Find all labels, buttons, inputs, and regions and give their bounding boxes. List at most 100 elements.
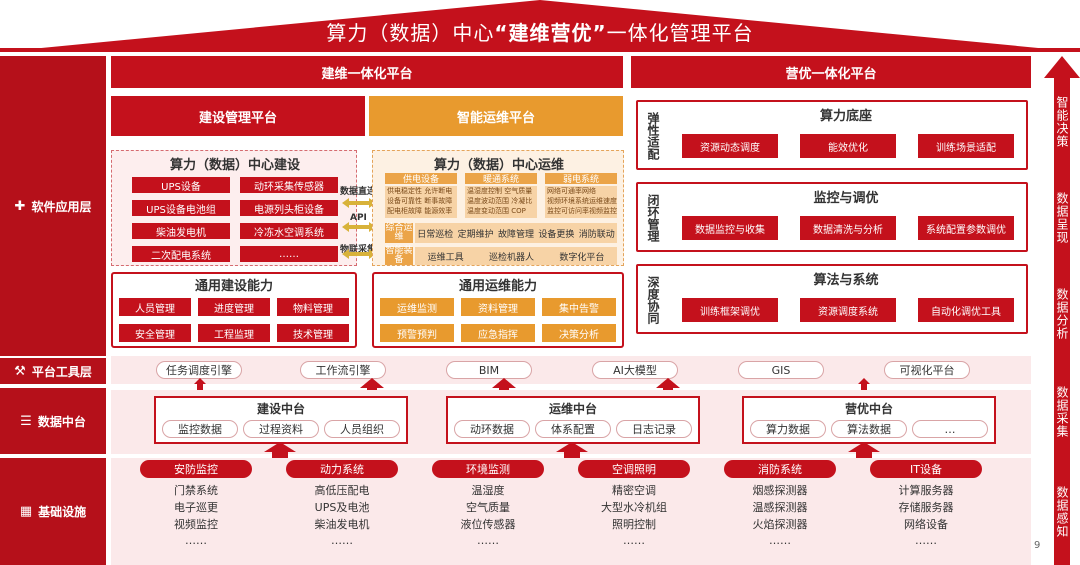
infra-item: 烟感探测器: [752, 484, 808, 497]
tool-pill: 任务调度引擎: [156, 361, 242, 379]
section-title: 算力底座: [819, 108, 872, 124]
middle-item: 人员组织: [324, 420, 400, 438]
ops-row-label: 综合运维: [385, 223, 413, 243]
infra-item: 门禁系统: [174, 484, 218, 497]
ops-column-header: 弱电系统: [545, 173, 617, 185]
section-item: 数据监控与收集: [682, 216, 778, 240]
yingyou-section: 闭环管理 监控与调优 数据监控与收集 数据清洗与分析 系统配置参数调优: [636, 182, 1028, 252]
ops-row-label: 智能装备: [385, 246, 413, 265]
right-label-decision: 智能决策: [1055, 96, 1069, 148]
layer-platform-tools: ⚒平台工具层: [0, 358, 106, 384]
ops-column-header: 暖通系统: [465, 173, 537, 185]
section-item: 资源动态调度: [682, 134, 778, 158]
infra-item: 存储服务器: [898, 501, 954, 514]
section-item: 能效优化: [800, 134, 896, 158]
page-number: 9: [1034, 540, 1041, 551]
section-side-label: 闭环管理: [646, 194, 660, 242]
jianwei-header: 建维一体化平台: [111, 56, 623, 88]
infra-item: 计算服务器: [898, 484, 954, 497]
build-item: ……: [240, 246, 338, 262]
infra-arrows: [264, 442, 880, 462]
general-build-item: 进度管理: [198, 298, 270, 316]
ops-column-body: 温湿度控制 空气质量 温度波动范围 冷凝比 温度变动范围 COP: [465, 186, 537, 218]
infra-column: 安防监控 门禁系统 电子巡更 视频监控 ……: [140, 460, 252, 560]
general-build-item: 技术管理: [277, 324, 349, 342]
general-ops-item: 集中告警: [542, 298, 616, 316]
infra-item: 温湿度: [471, 484, 505, 497]
infra-header: IT设备: [870, 460, 982, 478]
up-arrow-icon: [1044, 56, 1080, 565]
middle-item: 日志记录: [616, 420, 692, 438]
infra-item: ……: [185, 533, 207, 547]
middle-title: 营优中台: [844, 401, 893, 416]
infra-column: 环境监测 温湿度 空气质量 液位传感器 ……: [432, 460, 544, 560]
infra-item: 大型水冷机组: [601, 501, 667, 514]
yingyou-section: 深度协同 算法与系统 训练框架调优 资源调度系统 自动化调优工具: [636, 264, 1028, 334]
middle-item: …: [912, 420, 988, 438]
general-build-box: 通用建设能力 人员管理 进度管理 物料管理 安全管理 工程监理 技术管理: [111, 272, 357, 348]
build-platform-header: 建设管理平台: [111, 96, 365, 136]
infra-item: 视频监控: [174, 518, 218, 531]
double-arrow-icon: [342, 198, 376, 259]
ops-row: 运维工具 巡检机器人 数字化平台: [415, 247, 617, 265]
ops-row-item: 数字化平台: [559, 252, 605, 263]
section-title: 监控与调优: [813, 190, 879, 206]
tool-pill: 可视化平台: [884, 361, 970, 379]
ops-box: 算力（数据）中心运维 供电设备 暖通系统 弱电系统 供电稳定性 允许断电 设备可…: [372, 150, 624, 266]
right-label-collection: 数据采集: [1055, 386, 1069, 438]
general-build-item: 物料管理: [277, 298, 349, 316]
general-ops-item: 运维监测: [380, 298, 454, 316]
ops-detail: 温湿度控制 空气质量: [467, 187, 533, 195]
general-ops-title: 通用运维能力: [458, 278, 537, 294]
general-ops-box: 通用运维能力 运维监测 资料管理 集中告警 预警预判 应急指挥 决策分析: [372, 272, 624, 348]
infra-item: 照明控制: [612, 518, 656, 531]
section-side-label: 弹性适配: [646, 112, 660, 160]
ops-column-header: 供电设备: [385, 173, 457, 185]
build-item: UPS设备: [132, 177, 230, 193]
build-item: 二次配电系统: [132, 246, 230, 262]
ops-detail: 供电稳定性 允许断电: [387, 187, 453, 195]
right-label-analysis: 数据分析: [1055, 288, 1069, 340]
ops-platform-header: 智能运维平台: [369, 96, 623, 136]
general-ops-item: 应急指挥: [461, 324, 535, 342]
infra-item: ……: [769, 533, 791, 547]
build-box: 算力（数据）中心建设 UPS设备 动环采集传感器 UPS设备电池组 电源列头柜设…: [111, 150, 357, 266]
infra-item: 火焰探测器: [752, 518, 808, 531]
infra-item: 精密空调: [612, 484, 656, 497]
build-item: 动环采集传感器: [240, 177, 338, 193]
ops-column-body: 网络可通率网络 视频环境系统运维速度 监控可访问率视频监控: [545, 186, 617, 218]
build-item: 冷冻水空调系统: [240, 223, 338, 239]
middle-box: 营优中台 算力数据 算法数据 …: [742, 396, 996, 444]
infra-header: 环境监测: [432, 460, 544, 478]
yingyou-header: 营优一体化平台: [631, 56, 1031, 88]
middle-title: 运维中台: [548, 401, 597, 416]
connector-label: 物联采集: [340, 245, 377, 255]
infra-item: 温感探测器: [752, 501, 808, 514]
layer-data-center: ☰数据中台: [0, 388, 106, 454]
ops-row-item: 设备更换: [538, 229, 575, 240]
connector-label: API: [350, 213, 367, 223]
general-ops-item: 资料管理: [461, 298, 535, 316]
middle-title: 建设中台: [256, 401, 305, 416]
section-item: 资源调度系统: [800, 298, 896, 322]
middle-item: 监控数据: [162, 420, 238, 438]
infra-header: 消防系统: [724, 460, 836, 478]
ops-row: 日常巡检 定期维护 故障管理 设备更换 消防联动: [415, 223, 617, 243]
tools-band: [111, 356, 1031, 384]
ops-column-body: 供电稳定性 允许断电 设备可靠性 断事故障 配电柜故障 能源效率: [385, 186, 457, 218]
server-icon: ☰: [20, 413, 32, 429]
general-build-item: 安全管理: [119, 324, 191, 342]
infra-item: ……: [477, 533, 499, 547]
ops-detail: 配电柜故障 能源效率: [387, 207, 453, 215]
right-label-presentation: 数据呈现: [1055, 192, 1069, 244]
tool-pill: GIS: [738, 361, 824, 379]
right-label-perception: 数据感知: [1055, 486, 1069, 538]
infra-column: IT设备 计算服务器 存储服务器 网络设备 ……: [870, 460, 982, 560]
middle-item: 动环数据: [454, 420, 530, 438]
infra-header: 空调照明: [578, 460, 690, 478]
yingyou-section: 弹性适配 算力底座 资源动态调度 能效优化 训练场景适配: [636, 100, 1028, 170]
section-side-label: 深度协同: [646, 276, 660, 324]
infra-item: ……: [331, 533, 353, 547]
ops-row-item: 消防联动: [578, 229, 615, 240]
infra-item: 高低压配电: [314, 484, 370, 497]
